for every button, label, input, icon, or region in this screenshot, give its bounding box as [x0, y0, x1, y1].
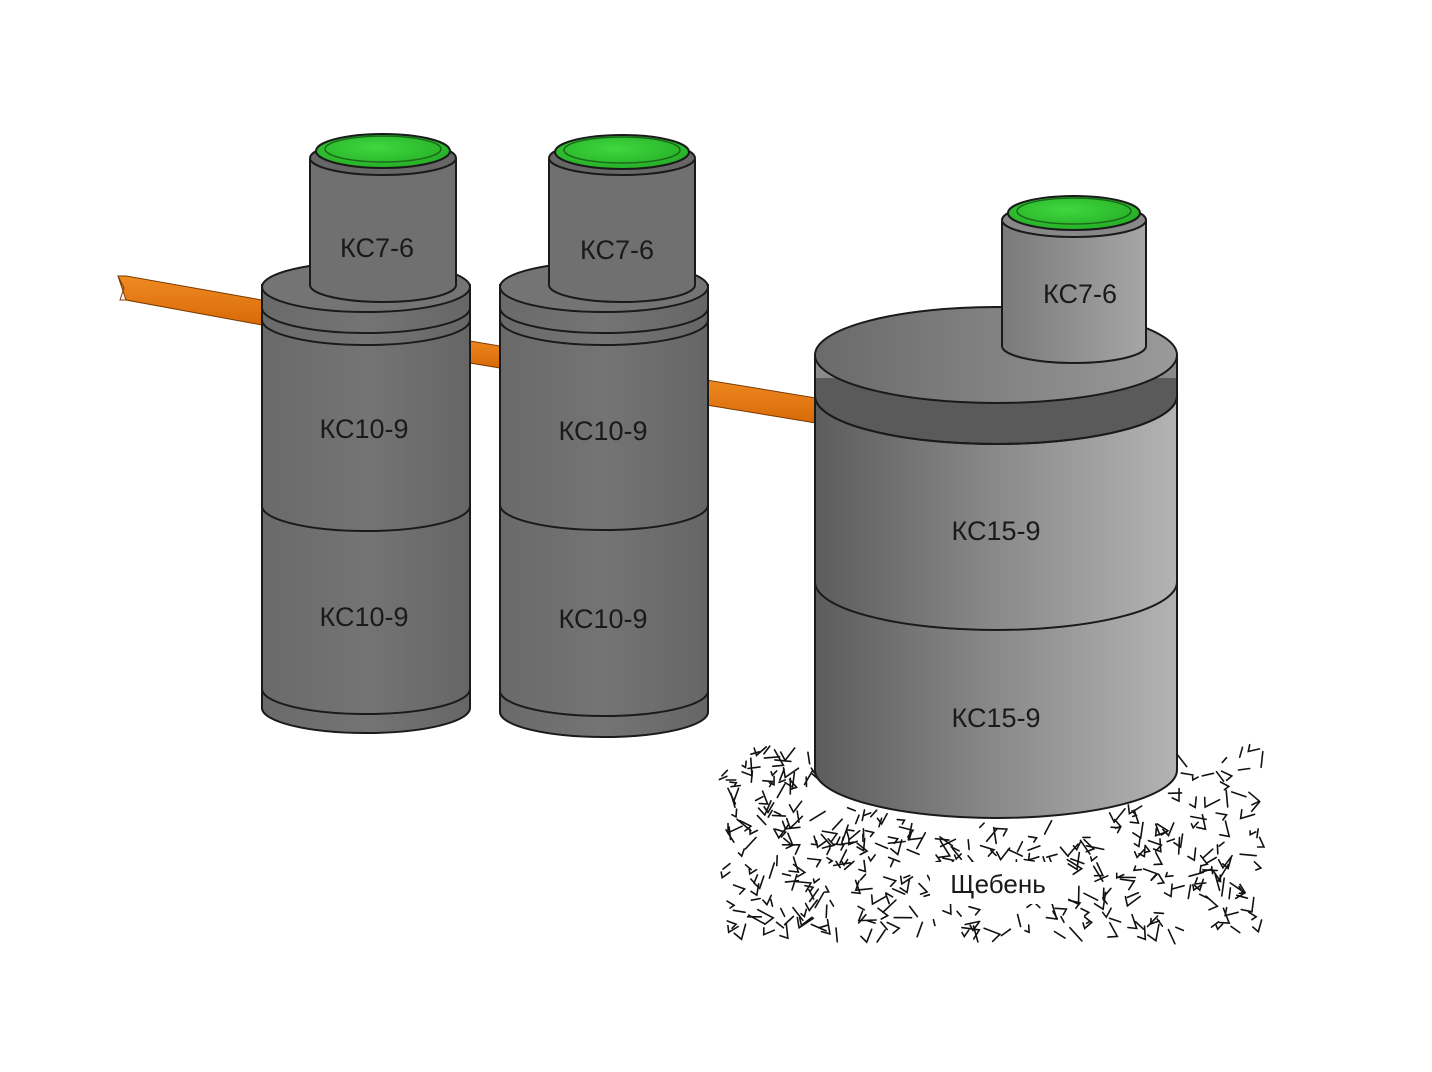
well-1-neck-label: КС7-6 [340, 233, 414, 263]
gravel-label-group: Щебень [930, 862, 1066, 904]
well-3: КС7-6 КС15-9 КС15-9 [814, 195, 1178, 819]
well-1-ring-2-label: КС10-9 [320, 602, 409, 632]
well-3-neck-label: КС7-6 [1043, 279, 1117, 309]
inlet-pipe [117, 275, 263, 326]
pipes [117, 275, 817, 424]
gravel-label: Щебень [950, 869, 1046, 899]
well-2-ring-1-label: КС10-9 [559, 416, 648, 446]
well-3-ring-1-label: КС15-9 [952, 516, 1041, 546]
well-3-ring-2-label: КС15-9 [952, 703, 1041, 733]
well-1: КС7-6 КС10-9 КС10-9 [261, 133, 471, 734]
well-2-ring-2-label: КС10-9 [559, 604, 648, 634]
well-2: КС7-6 КС10-9 КС10-9 [499, 134, 709, 738]
well-2-neck-label: КС7-6 [580, 235, 654, 265]
well-1-ring-1-label: КС10-9 [320, 414, 409, 444]
